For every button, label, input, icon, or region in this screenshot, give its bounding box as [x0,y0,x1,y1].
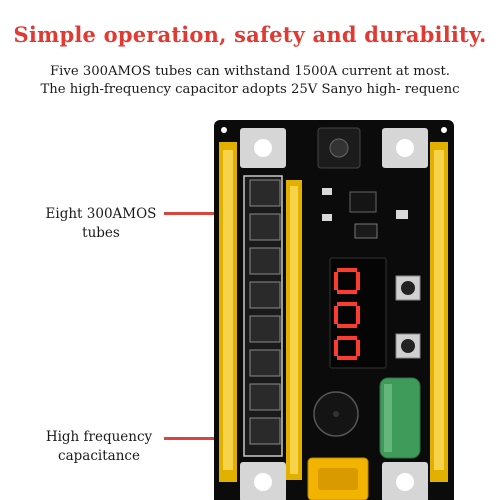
mosfet-tube [249,349,281,377]
mosfet-tube [249,247,281,275]
buzzer-center [333,411,339,417]
capacitor-highlight [384,384,392,452]
copper-bar-left-highlight [223,150,233,470]
tubes-leader-line [164,212,216,215]
xt60-socket [318,468,358,490]
mount-hole [396,473,414,491]
mount-hole [254,473,272,491]
tubes-callout-line-1: Eight 300AMOS [45,206,157,222]
corner-hole [221,127,227,133]
smd-part [322,214,332,221]
mcu-chip [354,223,378,239]
mosfet-tube [249,315,281,343]
capacitance-callout: High frequency capacitance [34,428,164,466]
tubes-callout: Eight 300AMOS tubes [36,205,166,243]
dc-jack-socket [329,138,349,158]
mosfet-tube [249,383,281,411]
push-button [401,339,415,353]
copper-bar-right-highlight [434,150,444,470]
mosfet-tube [249,179,281,207]
regulator-chip [349,191,377,213]
subtitle-line-2: The high-frequency capacitor adopts 25V … [40,82,460,97]
smd-part [396,210,408,219]
copper-bar-middle-highlight [290,186,298,474]
corner-hole [441,127,447,133]
capacitance-leader-line [164,437,216,440]
mosfet-tube [249,281,281,309]
subtitle-line-1: Five 300AMOS tubes can withstand 1500A c… [50,64,450,79]
mosfet-tube [249,213,281,241]
display-digits [334,268,360,360]
tubes-callout-line-2: tubes [82,225,120,241]
capacitance-callout-line-2: capacitance [58,448,140,464]
capacitance-callout-line-1: High frequency [45,429,153,445]
push-button [401,281,415,295]
mount-hole [254,139,272,157]
headline: Simple operation, safety and durability. [13,22,487,47]
mosfet-tubes [243,175,283,457]
smd-part [322,188,332,195]
mosfet-tube [249,417,281,445]
mount-hole [396,139,414,157]
